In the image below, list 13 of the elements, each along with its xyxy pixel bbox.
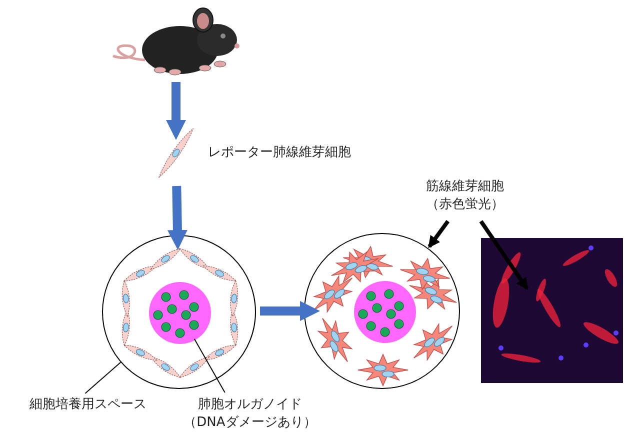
- leader-line: [84, 361, 122, 394]
- arrow: [428, 220, 450, 248]
- caption-text: 肺胞オルガノイド: [197, 396, 303, 414]
- caption-text: （DNAダメージあり）: [182, 414, 318, 432]
- caption-text: （赤色蛍光）: [425, 196, 505, 214]
- block-arrow: [260, 301, 320, 321]
- block-arrow: [167, 186, 188, 250]
- block-arrow: [166, 82, 186, 140]
- leader-line: [194, 338, 226, 394]
- organoid: [354, 281, 416, 343]
- caption-text: 細胞培養用スペース: [28, 396, 148, 414]
- caption-text: レポーター肺線維芽細胞: [208, 144, 351, 162]
- caption-text: 筋線維芽細胞: [425, 178, 505, 196]
